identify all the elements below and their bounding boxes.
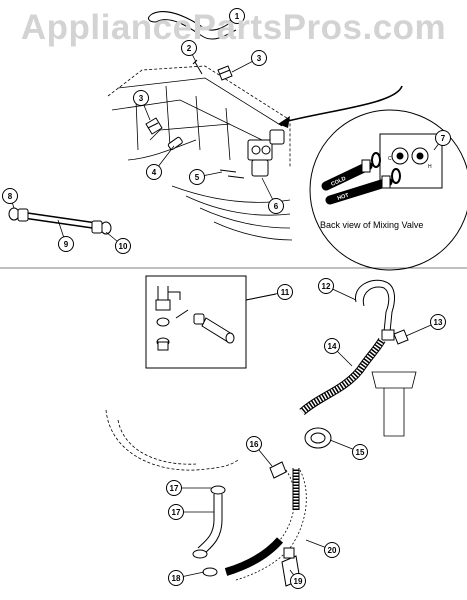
detail-arrow: [283, 85, 403, 123]
callout-circle: [324, 542, 340, 558]
hose-fitting-part: [393, 329, 409, 345]
short-hose-part: [192, 485, 226, 577]
callout-circle: [168, 504, 184, 520]
callout-circle: [115, 238, 131, 254]
callout-circle: [2, 188, 18, 204]
callout-number-2: 2: [187, 44, 192, 53]
callout-number-16: 16: [250, 440, 259, 449]
callout-circle: [146, 164, 162, 180]
callout-number-11: 11: [281, 288, 290, 297]
callout-circle: [290, 573, 306, 589]
watermark-logo: AppliancePartsPros.com: [20, 8, 447, 47]
callout-circle: [251, 50, 267, 66]
callout-circle: [352, 444, 368, 460]
inlet-hose-part: [148, 11, 237, 40]
detail-arrowhead: [278, 116, 290, 128]
callout-number-10: 10: [119, 242, 128, 251]
callout-circle: [189, 169, 205, 185]
callout-number-1: 1: [235, 12, 240, 21]
callout-number-19: 19: [294, 577, 303, 586]
mixing-valve-detail-view: [309, 109, 467, 271]
fitting-part: [167, 136, 183, 151]
mixing-valve-part: [247, 129, 285, 177]
callout-circle: [324, 338, 340, 354]
callout-number-7: 7: [441, 134, 446, 143]
callout-number-20: 20: [328, 546, 337, 555]
callout-number-12: 12: [322, 282, 331, 291]
hose-clip-part: [269, 461, 287, 479]
callout-number-3: 3: [139, 94, 144, 103]
callout-circle: [181, 40, 197, 56]
callout-number-17: 17: [170, 484, 179, 493]
detail-caption: Back view of Mixing Valve: [320, 220, 423, 230]
clip-part-lower: [145, 117, 163, 135]
callout-circle: [246, 436, 262, 452]
valve-mark-h: H: [428, 164, 432, 170]
callout-number-4: 4: [152, 168, 157, 177]
callout-number-9: 9: [64, 240, 69, 249]
tub-outline: [105, 409, 239, 471]
callout-circle: [277, 284, 293, 300]
drain-hose-solid: [224, 468, 300, 576]
callout-number-8: 8: [8, 192, 13, 201]
hot-hose-tag: HOT: [337, 192, 351, 201]
callout-circle: [229, 8, 245, 24]
callout-number-18: 18: [172, 574, 181, 583]
screw-part: [192, 59, 203, 75]
callout-circle: [435, 130, 451, 146]
hose-clamp-part: [304, 427, 332, 449]
valve-screws-part: [219, 169, 245, 179]
callout-circle: [133, 90, 149, 106]
callout-number-14: 14: [328, 342, 337, 351]
fill-hose-part: [8, 207, 112, 235]
callout-number-17: 17: [172, 508, 181, 517]
callout-circle: [58, 236, 74, 252]
clip-part-upper: [217, 65, 233, 81]
callout-circle: [168, 570, 184, 586]
callout-circle: [318, 278, 334, 294]
callout-number-13: 13: [434, 318, 443, 327]
cabinet-back-panel: [107, 65, 293, 241]
callout-number-6: 6: [274, 202, 279, 211]
standpipe: [371, 371, 417, 437]
callout-circle: [430, 314, 446, 330]
valve-mark-c: C: [388, 156, 392, 162]
callout-circle: [166, 480, 182, 496]
drain-hose-upper: [299, 337, 386, 416]
callout-number-3: 3: [257, 54, 262, 63]
part-11-inset: [145, 275, 247, 369]
callout-circle: [268, 198, 284, 214]
callout-number-15: 15: [356, 448, 365, 457]
drain-hook-part: [355, 279, 395, 341]
callout-number-5: 5: [195, 173, 200, 182]
